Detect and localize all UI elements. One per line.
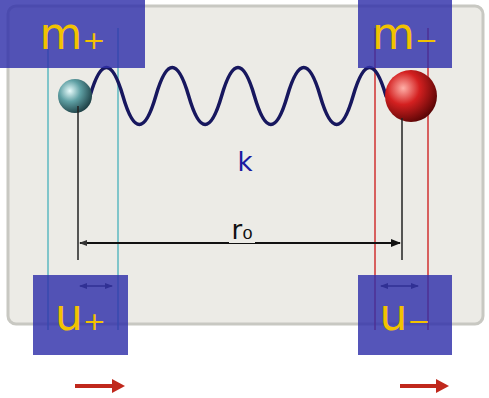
spring-constant-label: k [237,149,252,175]
mass-ball [385,70,437,122]
direction-arrow [436,379,449,393]
direction-arrow [400,384,438,388]
dimension-tick [401,118,403,260]
mass-label-box: m₋ [358,0,452,68]
mass-ball [58,79,92,113]
dimension-label: r₀ [229,217,254,243]
direction-arrow [112,379,125,393]
dimension-tick [77,106,79,260]
symbol-text: m₊ [39,12,105,56]
displacement-label-box: u₊ [33,275,128,355]
direction-arrow [75,384,114,388]
symbol-text: m₋ [372,12,438,56]
symbol-text: u₋ [379,293,430,337]
displacement-label-box: u₋ [358,275,452,355]
spring [90,68,386,125]
symbol-text: u₊ [55,293,106,337]
mass-label-box: m₊ [0,0,145,68]
